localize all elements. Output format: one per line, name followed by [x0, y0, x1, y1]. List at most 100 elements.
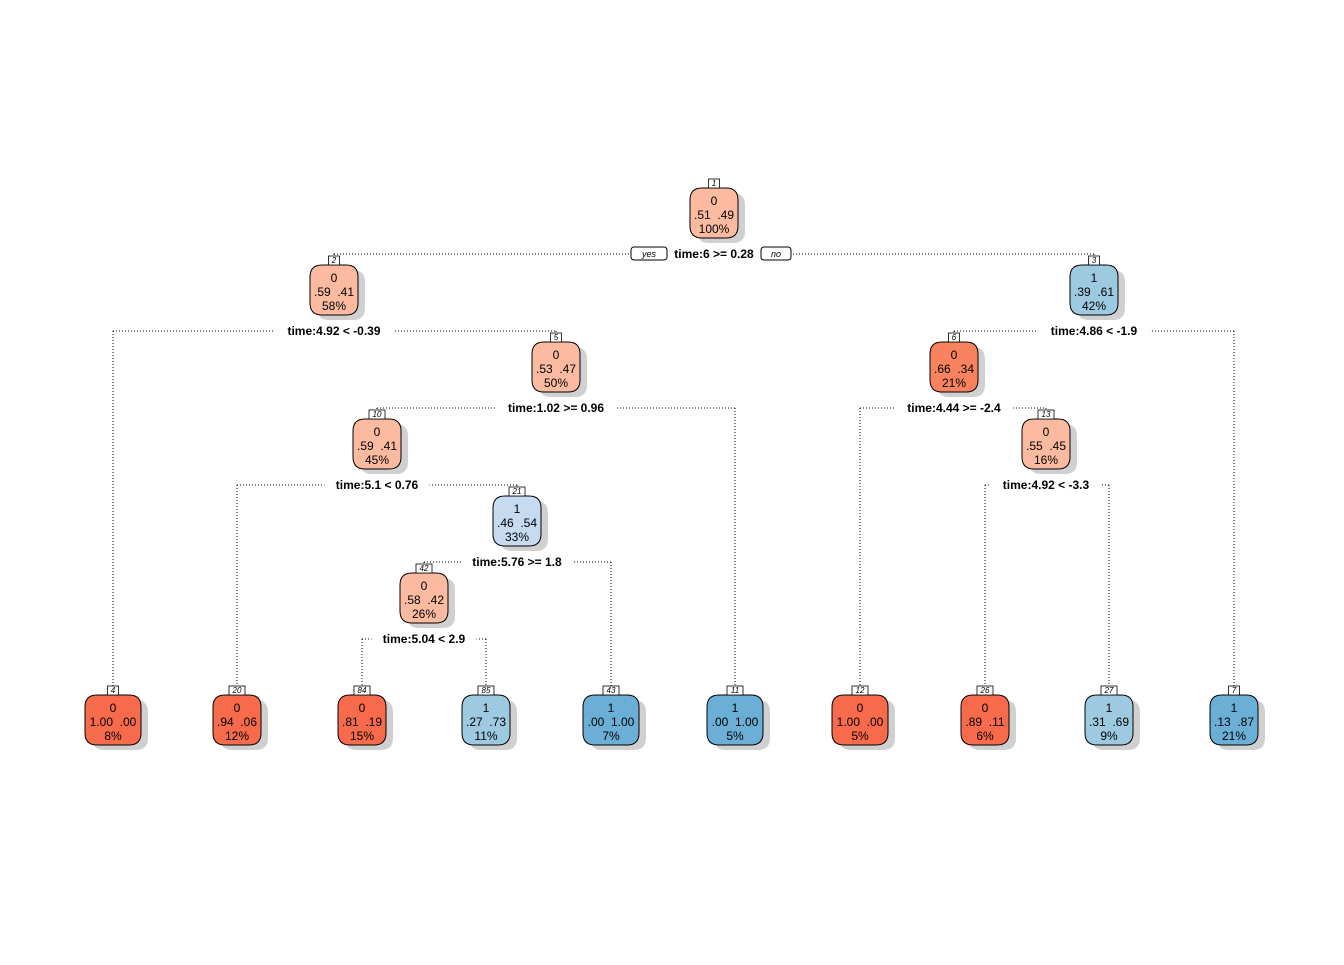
node-number: 2: [331, 256, 337, 265]
class-probabilities: .00 1.00: [588, 715, 635, 729]
node-percentage: 16%: [1034, 453, 1058, 467]
split-edge-node-5: time:1.02 >= 0.96: [376, 401, 736, 686]
node-number: 6: [952, 333, 957, 342]
svg-text:yes: yes: [641, 249, 657, 259]
node-box: [929, 341, 979, 393]
node-number-box: [415, 563, 433, 574]
node-percentage: 45%: [365, 453, 389, 467]
predicted-class: 0: [421, 579, 428, 593]
predicted-class: 0: [359, 701, 366, 715]
node-box: [309, 264, 359, 316]
node-number: 26: [980, 686, 990, 695]
node-number: 21: [512, 487, 522, 496]
class-probabilities: .66 .34: [934, 362, 974, 376]
node-number: 10: [373, 410, 382, 419]
node-percentage: 11%: [474, 729, 497, 743]
node-box: [399, 572, 449, 624]
node-percentage: 6%: [976, 729, 994, 743]
node-percentage: 21%: [1222, 729, 1246, 743]
node-number: 3: [1092, 256, 1097, 265]
predicted-class: 0: [110, 701, 117, 715]
leaf-node-11: 111.00 1.005%: [706, 685, 770, 750]
node-percentage: 21%: [942, 376, 966, 390]
class-probabilities: .89 .11: [965, 715, 1004, 729]
split-edge-node-10: time:5.1 < 0.76: [236, 478, 518, 686]
node-number-box: [726, 685, 744, 696]
split-rule: time:4.92 < -0.39: [287, 324, 380, 338]
class-probabilities: 1.00 .00: [90, 715, 137, 729]
split-rule: time:4.92 < -3.3: [1003, 478, 1090, 492]
node-number: 7: [1232, 686, 1237, 695]
split-edge-node-6: time:4.44 >= -2.4: [859, 401, 1047, 686]
leaf-node-27: 271.31 .699%: [1084, 685, 1140, 750]
predicted-class: 0: [331, 271, 338, 285]
node-box: [461, 694, 511, 746]
split-edge-node-42: time:5.04 < 2.9: [361, 632, 487, 686]
node-box: [84, 694, 142, 746]
node-percentage: 7%: [602, 729, 620, 743]
node-box: [831, 694, 889, 746]
predicted-class: 0: [951, 348, 958, 362]
node-number-box: [851, 685, 869, 696]
class-probabilities: .59 .41: [357, 439, 397, 453]
class-probabilities: .39 .61: [1074, 285, 1114, 299]
node-number-box: [976, 685, 994, 696]
node-box: [706, 694, 764, 746]
node-box: [582, 694, 640, 746]
node-number-box: [708, 178, 720, 189]
node-percentage: 9%: [1100, 729, 1118, 743]
predicted-class: 1: [608, 701, 615, 715]
class-probabilities: .31 .69: [1089, 715, 1129, 729]
predicted-class: 1: [1091, 271, 1098, 285]
node-box: [492, 495, 542, 547]
split-rule: time:4.86 < -1.9: [1051, 324, 1138, 338]
node-percentage: 58%: [322, 299, 346, 313]
split-rule: time:4.44 >= -2.4: [907, 401, 1001, 415]
node-percentage: 8%: [104, 729, 122, 743]
class-probabilities: .27 .73: [466, 715, 506, 729]
class-probabilities: .55 .45: [1026, 439, 1066, 453]
class-probabilities: .51 .49: [694, 208, 734, 222]
node-percentage: 5%: [726, 729, 744, 743]
node-percentage: 33%: [505, 530, 529, 544]
node-number-box: [508, 486, 526, 497]
node-number: 84: [358, 686, 367, 695]
no-branch-label: no: [760, 246, 792, 261]
node-number: 27: [1104, 686, 1114, 695]
node-box: [1069, 264, 1119, 316]
node-percentage: 12%: [225, 729, 249, 743]
node-percentage: 50%: [544, 376, 568, 390]
node-box: [212, 694, 262, 746]
predicted-class: 1: [732, 701, 739, 715]
leaf-node-26: 26 0.89 .116%: [960, 685, 1016, 750]
node-number: 85: [482, 686, 491, 695]
node-box: [337, 694, 387, 746]
node-box: [1021, 418, 1071, 470]
node-number-box: [1037, 409, 1055, 420]
node-percentage: 15%: [350, 729, 374, 743]
node-percentage: 42%: [1082, 299, 1106, 313]
predicted-class: 1: [1231, 701, 1238, 715]
predicted-class: 0: [982, 701, 989, 715]
split-edge-node-2: time:4.92 < -0.39: [112, 324, 557, 686]
split-rule: time:1.02 >= 0.96: [508, 401, 604, 415]
node-percentage: 5%: [851, 729, 869, 743]
node-number-box: [550, 332, 562, 343]
